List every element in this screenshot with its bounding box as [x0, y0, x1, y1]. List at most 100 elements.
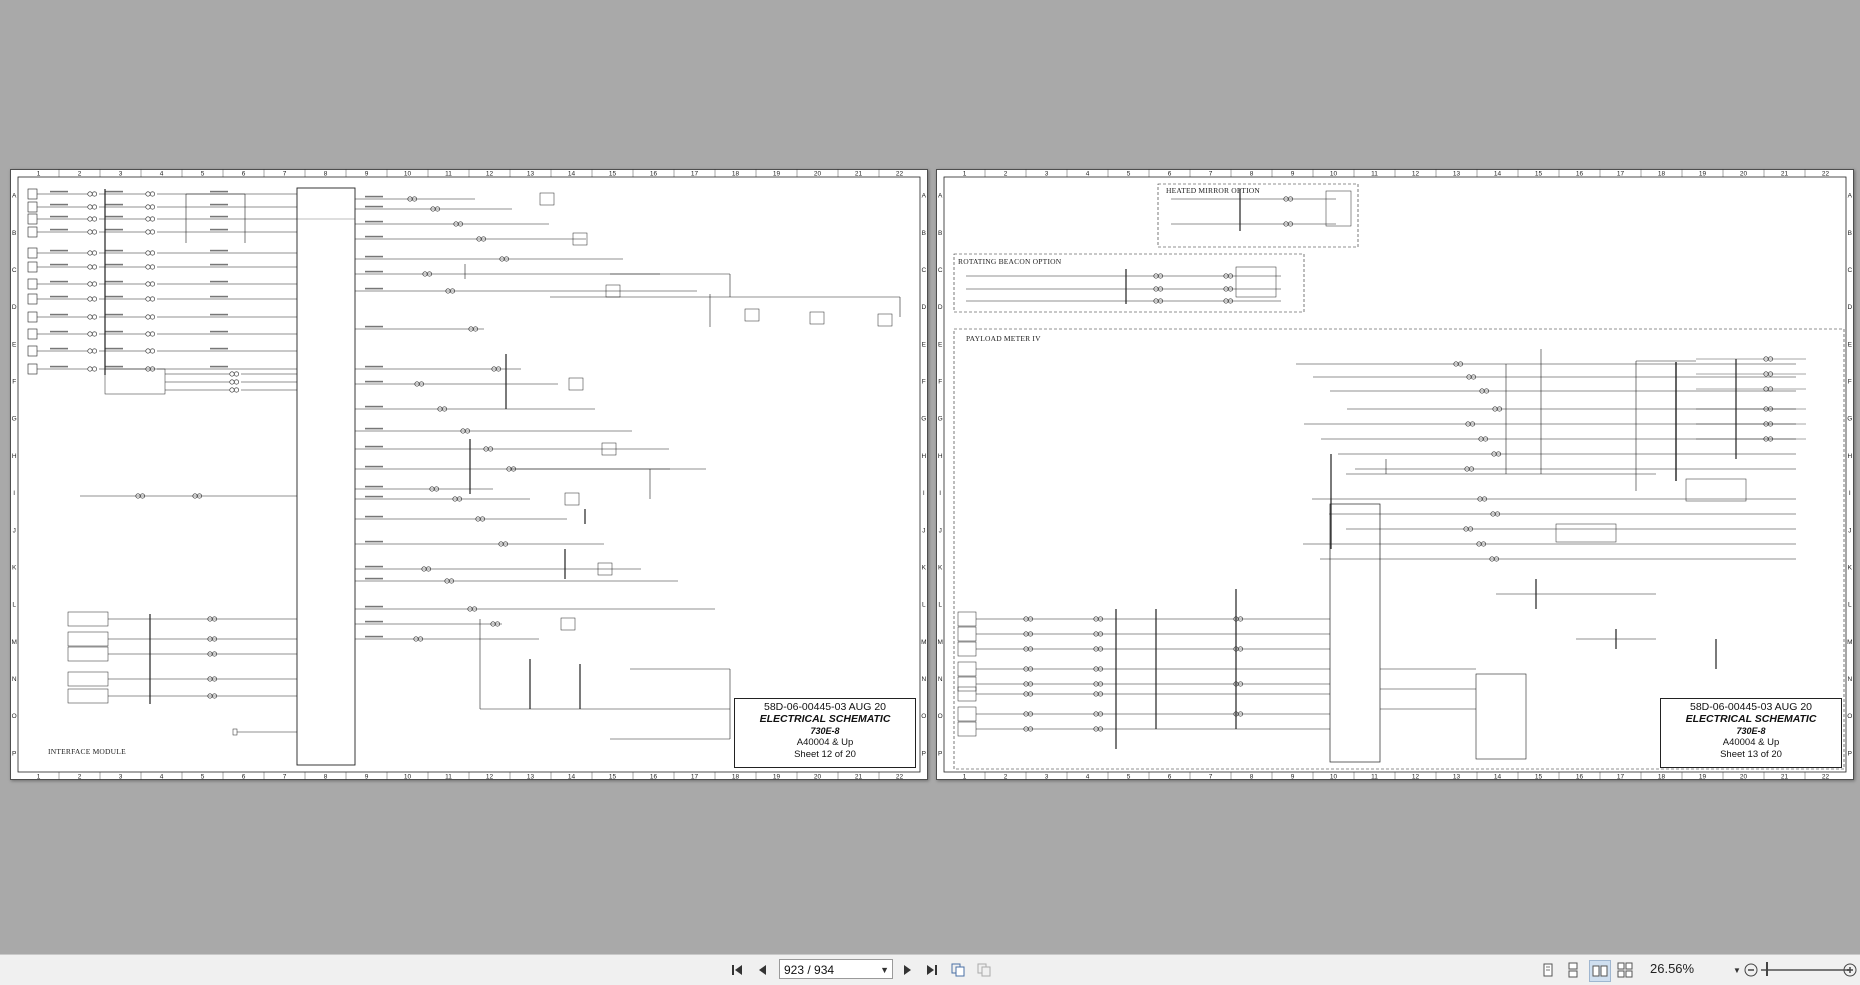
first-page-icon[interactable]	[727, 960, 747, 980]
component-box	[957, 676, 977, 692]
column-number: 18	[732, 171, 740, 178]
connector-pin	[1098, 711, 1104, 717]
column-number: 6	[1168, 171, 1172, 178]
row-letter: F	[12, 379, 16, 386]
wire-label	[365, 495, 383, 498]
connector-pin	[1028, 646, 1034, 652]
row-letter: G	[938, 416, 943, 423]
connector-pin	[92, 204, 98, 210]
column-number: 21	[1781, 774, 1789, 781]
prev-page-icon[interactable]	[753, 960, 773, 980]
row-letter: L	[938, 602, 942, 609]
row-letter: G	[1847, 416, 1852, 423]
column-number: 16	[650, 774, 658, 781]
connector-pin	[150, 331, 156, 337]
connector-pin	[1481, 496, 1487, 502]
column-number: 17	[691, 774, 699, 781]
column-number: 17	[691, 171, 699, 178]
column-number: 4	[160, 171, 164, 178]
heated-mirror-label: HEATED MIRROR OPTION	[1166, 186, 1260, 195]
component-box	[27, 201, 38, 213]
zoom-slider-thumb[interactable]	[1766, 962, 1768, 976]
rotating-beacon-label: ROTATING BEACON OPTION	[958, 257, 1062, 266]
connector-pin	[92, 229, 98, 235]
column-number: 16	[1576, 171, 1584, 178]
column-number: 7	[1209, 171, 1213, 178]
connector-pin	[87, 281, 93, 287]
wire-label	[365, 380, 383, 383]
page-number-input[interactable]: 923 / 934 ▼	[779, 959, 893, 979]
wire-label	[210, 190, 228, 193]
component-box	[539, 192, 555, 206]
column-number: 5	[201, 171, 205, 178]
wire-label	[365, 405, 383, 408]
component-box	[67, 631, 109, 647]
row-letter: A	[938, 193, 943, 200]
zoom-out-icon[interactable]	[1741, 960, 1761, 980]
column-number: 4	[1086, 774, 1090, 781]
row-letter: K	[1848, 564, 1853, 571]
wire-label	[365, 235, 383, 238]
wire-label	[50, 313, 68, 316]
connector-pin	[145, 264, 151, 270]
column-number: 16	[1576, 774, 1584, 781]
component-box	[1329, 503, 1381, 763]
connector-pin	[197, 493, 203, 499]
wire-label	[365, 577, 383, 580]
wire-label	[50, 347, 68, 350]
wire-label	[105, 263, 123, 266]
chevron-down-icon[interactable]: ▼	[880, 965, 889, 975]
connector-pin	[494, 621, 500, 627]
row-letter: L	[1848, 602, 1852, 609]
wire-label	[105, 347, 123, 350]
row-letter: H	[938, 453, 943, 460]
connector-pin	[418, 381, 424, 387]
schematic-drawing-13: 1122334455667788991010111112121313141415…	[936, 169, 1854, 780]
row-letter: P	[922, 750, 926, 757]
column-number: 15	[609, 171, 617, 178]
schematic-title: ELECTRICAL SCHEMATIC	[759, 713, 891, 725]
connector-pin	[1494, 511, 1500, 517]
connector-pin	[92, 296, 98, 302]
connector-pin	[212, 616, 218, 622]
copy-icon[interactable]	[948, 960, 968, 980]
column-number: 7	[1209, 774, 1213, 781]
row-letter: M	[1847, 639, 1852, 646]
column-number: 8	[1250, 171, 1254, 178]
wire-label	[365, 465, 383, 468]
column-number: 13	[1453, 774, 1461, 781]
wire-label	[105, 228, 123, 231]
row-letter: H	[1847, 453, 1852, 460]
wire-label	[210, 365, 228, 368]
connector-pin	[472, 326, 478, 332]
column-number: 22	[896, 171, 904, 178]
zoom-dropdown-icon[interactable]: ▼	[1733, 965, 1741, 975]
component-box	[27, 278, 38, 290]
column-number: 5	[1127, 774, 1131, 781]
single-page-view-icon[interactable]	[1538, 960, 1558, 980]
two-page-continuous-view-icon[interactable]	[1615, 960, 1635, 980]
connector-pin	[92, 250, 98, 256]
component-box	[744, 308, 760, 322]
zoom-in-icon[interactable]	[1840, 960, 1860, 980]
component-box	[957, 611, 977, 627]
zoom-level[interactable]: 26.56%	[1650, 961, 1695, 976]
wire-label	[50, 249, 68, 252]
column-number: 12	[1412, 171, 1420, 178]
row-letter: B	[12, 230, 16, 237]
component-box	[936, 169, 1854, 780]
two-page-view-icon[interactable]	[1589, 960, 1611, 982]
continuous-view-icon[interactable]	[1563, 960, 1583, 980]
connector-pin	[495, 366, 501, 372]
column-number: 2	[78, 774, 82, 781]
paste-icon[interactable]	[974, 960, 994, 980]
connector-pin	[87, 366, 93, 372]
column-number: 16	[650, 171, 658, 178]
last-page-icon[interactable]	[922, 960, 942, 980]
wire-label	[365, 287, 383, 290]
next-page-icon[interactable]	[897, 960, 917, 980]
doc-number: 58D-06-00445-03 AUG 20	[1690, 701, 1812, 713]
connector-pin	[234, 379, 240, 385]
zoom-slider-track[interactable]	[1761, 969, 1849, 971]
